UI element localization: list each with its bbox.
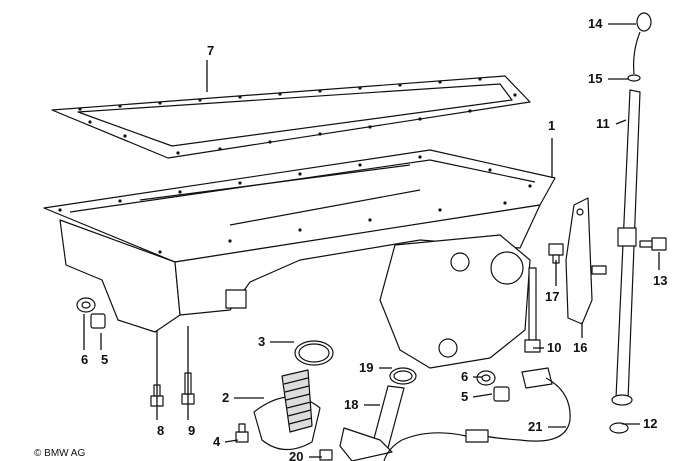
copyright-text: © BMW AG — [34, 448, 85, 459]
bolt-4 — [235, 423, 249, 443]
o-ring-3 — [294, 340, 334, 366]
callout-2: 2 — [222, 390, 229, 405]
callout-15: 15 — [588, 71, 602, 86]
dipstick-14 — [633, 12, 652, 75]
bracket-16 — [565, 197, 607, 325]
callout-3: 3 — [258, 334, 265, 349]
callout-16: 16 — [573, 340, 587, 355]
stud-bolt-10 — [524, 267, 541, 353]
callout-6: 6 — [461, 369, 468, 384]
callout-18: 18 — [344, 397, 358, 412]
callout-5: 5 — [101, 352, 108, 367]
o-ring-19 — [389, 367, 417, 385]
bolt-13 — [639, 237, 667, 251]
leader-line-5 — [472, 393, 493, 398]
seal-ring-left — [76, 297, 96, 313]
callout-1: 1 — [548, 118, 555, 133]
drain-plug-right — [493, 386, 510, 402]
callout-10: 10 — [547, 340, 561, 355]
oil-strainer-2 — [253, 369, 321, 451]
callout-14: 14 — [588, 16, 603, 31]
callout-8: 8 — [157, 423, 164, 438]
callout-5: 5 — [461, 389, 468, 404]
callout-17: 17 — [545, 289, 559, 304]
callout-6: 6 — [81, 352, 88, 367]
oil-pan-gasket — [51, 75, 531, 159]
oil-pan — [43, 149, 556, 369]
callout-12: 12 — [643, 416, 657, 431]
suction-pipe-18 — [339, 385, 405, 461]
o-ring-15 — [627, 74, 641, 82]
leader-line-4 — [224, 439, 239, 443]
seal-ring-right — [476, 370, 496, 386]
dipstick-guide-tube-11 — [611, 89, 641, 406]
callout-4: 4 — [213, 434, 221, 449]
callout-19: 19 — [359, 360, 373, 375]
callout-11: 11 — [596, 116, 610, 131]
callout-7: 7 — [207, 43, 214, 58]
seal-ring-12 — [609, 422, 629, 434]
callout-20: 20 — [289, 449, 303, 461]
bolt-20 — [319, 449, 333, 461]
drain-plug-left — [90, 313, 106, 329]
leader-line-11 — [615, 119, 627, 125]
callout-21: 21 — [528, 419, 542, 434]
oil-level-sensor-21 — [383, 367, 571, 461]
callout-9: 9 — [188, 423, 195, 438]
callout-13: 13 — [653, 273, 667, 288]
